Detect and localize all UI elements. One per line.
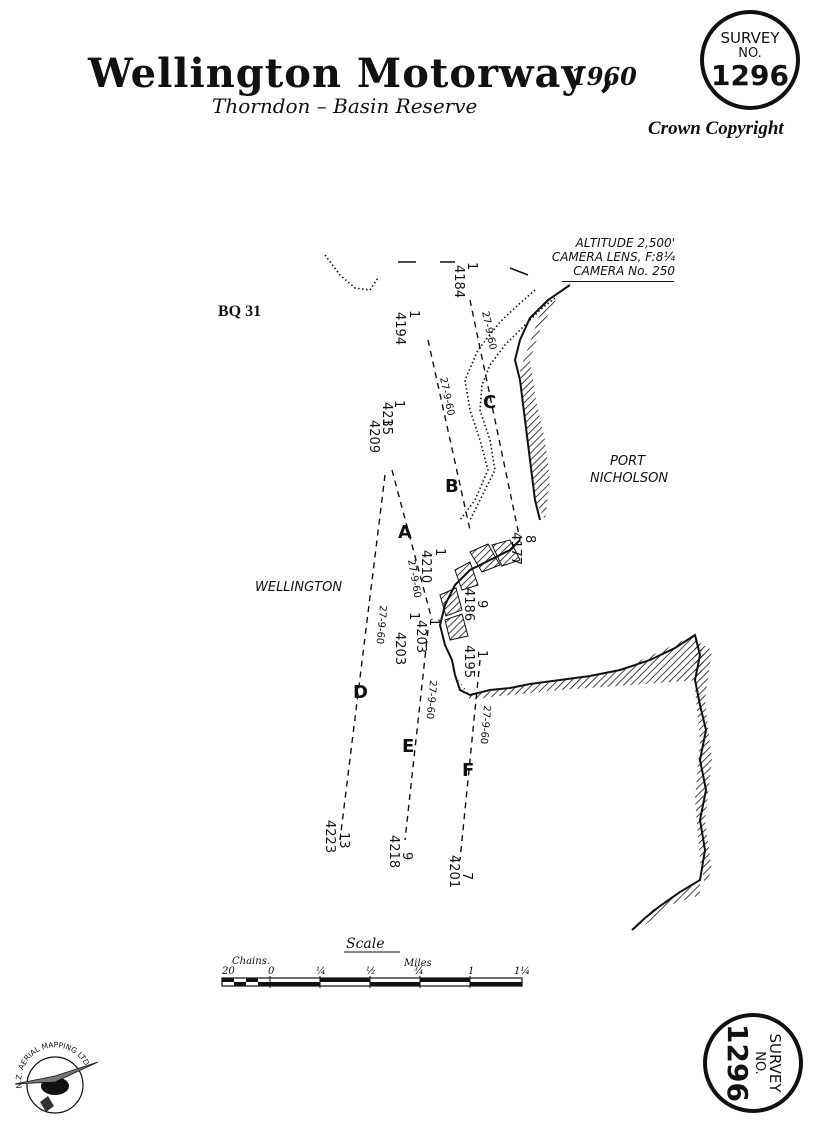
run-a-end-frame: 4203 <box>413 620 428 653</box>
coastline-hatching <box>520 292 560 520</box>
run-d-end-count: 13 <box>336 832 351 849</box>
scale-tick-0: 0 <box>268 966 275 977</box>
flight-info: ALTITUDE 2,500' CAMERA LENS, F:8¼ CAMERA… <box>540 236 675 278</box>
badge-survey-label: SURVEY <box>720 29 780 47</box>
run-f-date: 27-9-60 <box>478 705 492 745</box>
run-letter-c: C <box>483 392 496 413</box>
run-b-end-count: 9 <box>474 600 489 608</box>
map-subtitle: Thorndon – Basin Reserve <box>212 94 478 118</box>
run-a-start-count: 1 <box>432 548 447 556</box>
label-port: PORT <box>610 454 646 469</box>
scale-tick-half: ½ <box>366 966 376 977</box>
scale-tick-20: 20 <box>221 966 235 977</box>
run-e-end-count: 9 <box>399 852 414 860</box>
scale-tick-one: 1 <box>468 966 474 977</box>
run-line-d <box>339 474 386 841</box>
run-line-a <box>391 469 433 621</box>
run-a-extra-frame: 4235 <box>379 402 394 435</box>
run-e-end-frame: 4218 <box>386 835 401 868</box>
badge-number: 1296 <box>711 59 789 92</box>
run-d-start-frame: 4209 <box>366 420 381 453</box>
run-f-end-count: 7 <box>459 872 474 880</box>
reference-code: BQ 31 <box>218 303 262 320</box>
copyright-notice: Crown Copyright <box>648 118 784 139</box>
run-line-c <box>469 299 521 541</box>
run-c-start-frame: 4184 <box>451 265 466 298</box>
motorway-route <box>469 297 556 521</box>
map-title: Wellington Motorway , <box>88 50 616 97</box>
scale-tick-one-quarter: 1¼ <box>514 966 530 977</box>
run-line-e <box>404 629 429 841</box>
run-a-end-count: 1 <box>426 618 441 626</box>
coastline-hatching-south <box>455 635 705 700</box>
run-letter-e: E <box>402 736 414 757</box>
run-line-b <box>427 339 471 531</box>
altitude-text: ALTITUDE 2,500' <box>575 236 675 250</box>
coastline-hatching-east <box>695 640 712 885</box>
run-letter-b: B <box>445 476 459 497</box>
motorway-route-inner <box>459 289 536 521</box>
run-b-start-count: 1 <box>406 310 421 318</box>
run-line-f <box>459 659 481 861</box>
run-a-extra-count: 1 <box>391 400 406 408</box>
camera-lens-text: CAMERA LENS, F:8¼ <box>551 250 675 264</box>
scale-chains-label: Chains. <box>232 956 270 967</box>
run-b-end-frame: 4186 <box>461 588 476 621</box>
run-f-start-frame: 4195 <box>461 645 476 678</box>
scale-title: Scale <box>346 936 385 952</box>
company-logo: N.Z. AERIAL MAPPING LTD. <box>14 1040 99 1114</box>
run-d-date: 27-9-60 <box>374 605 388 645</box>
scale-bar: Scale Chains. Miles 20 0 ¼ ½ ¾ 1 1¼ <box>221 936 530 988</box>
run-c-end-count: 8 <box>522 535 537 543</box>
run-e-start-frame: 4203 <box>392 632 407 665</box>
scale-tick-quarter: ¼ <box>316 966 326 977</box>
run-letter-a: A <box>398 522 412 543</box>
run-d-end-frame: 4223 <box>322 820 337 853</box>
run-a-start-frame: 4210 <box>418 550 433 583</box>
run-letter-f: F <box>462 760 474 781</box>
hill-contour <box>324 254 379 291</box>
scale-miles-label: Miles <box>403 958 432 969</box>
run-c-end-frame: 4177 <box>508 532 523 565</box>
scale-tick-three-quarter: ¾ <box>414 966 424 977</box>
map-year: 1960 <box>570 62 637 91</box>
run-c-start-count: 1 <box>464 262 479 270</box>
flight-info-underline <box>562 281 674 282</box>
run-f-end-frame: 4201 <box>446 855 461 888</box>
survey-number-badge: SURVEY NO. 1296 <box>700 10 800 110</box>
label-wellington: WELLINGTON <box>255 580 342 595</box>
camera-number-text: CAMERA No. 250 <box>573 264 675 278</box>
flight-run-lines <box>339 299 521 861</box>
port-blocks <box>439 539 521 641</box>
hill-ticks <box>398 261 529 276</box>
coastline-hatching-tip <box>632 882 700 930</box>
run-e-date: 27-9-60 <box>424 680 438 720</box>
run-letter-d: D <box>353 682 368 703</box>
run-e-start-count: 1 <box>406 612 421 620</box>
badge-no-label: NO. <box>738 46 762 61</box>
run-f-start-count: 1 <box>474 650 489 658</box>
run-d-start-count: 1 <box>379 418 394 426</box>
run-b-start-frame: 4194 <box>392 312 407 345</box>
label-nicholson: NICHOLSON <box>590 471 668 486</box>
